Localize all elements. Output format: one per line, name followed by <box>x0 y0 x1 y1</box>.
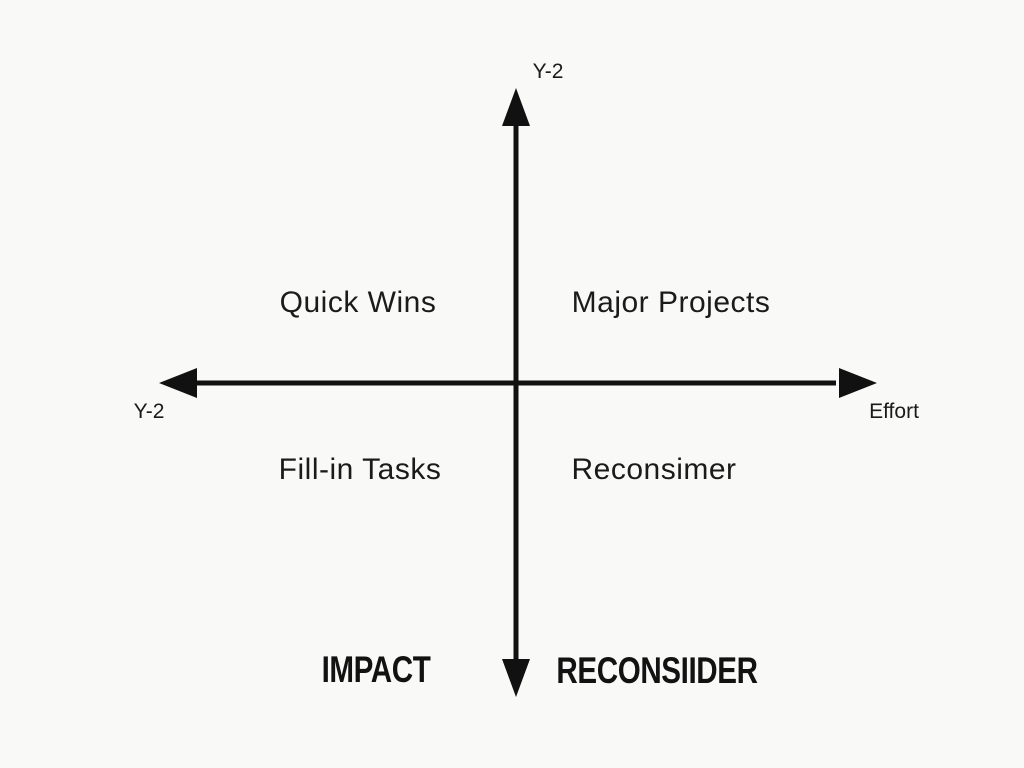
quadrant-label-reconsimer: Reconsimer <box>571 453 737 486</box>
quadrant-label-fill-in-tasks: Fill-in Tasks <box>278 453 442 486</box>
footer-label-reconsiider-text: RECONSIIDER <box>556 650 758 691</box>
quadrant-label-major-projects: Major Projects <box>571 286 771 319</box>
footer-label-impact: IMPACT <box>308 649 444 691</box>
x-axis-right-label: Effort <box>869 400 919 423</box>
arrow-left-icon <box>159 368 197 398</box>
arrow-down-icon <box>502 659 530 697</box>
quadrant-label-quick-wins: Quick Wins <box>279 286 437 319</box>
arrow-right-icon <box>839 368 877 398</box>
y-axis-line <box>513 118 519 666</box>
arrow-up-icon <box>502 88 530 126</box>
x-axis-left-label: Y-2 <box>133 400 165 423</box>
y-axis <box>502 88 530 697</box>
footer-label-impact-text: IMPACT <box>321 649 431 690</box>
y-axis-top-label: Y-2 <box>532 60 564 83</box>
x-axis <box>159 368 877 398</box>
footer-label-reconsiider: RECONSIIDER <box>531 650 782 692</box>
x-axis-line <box>190 380 836 386</box>
